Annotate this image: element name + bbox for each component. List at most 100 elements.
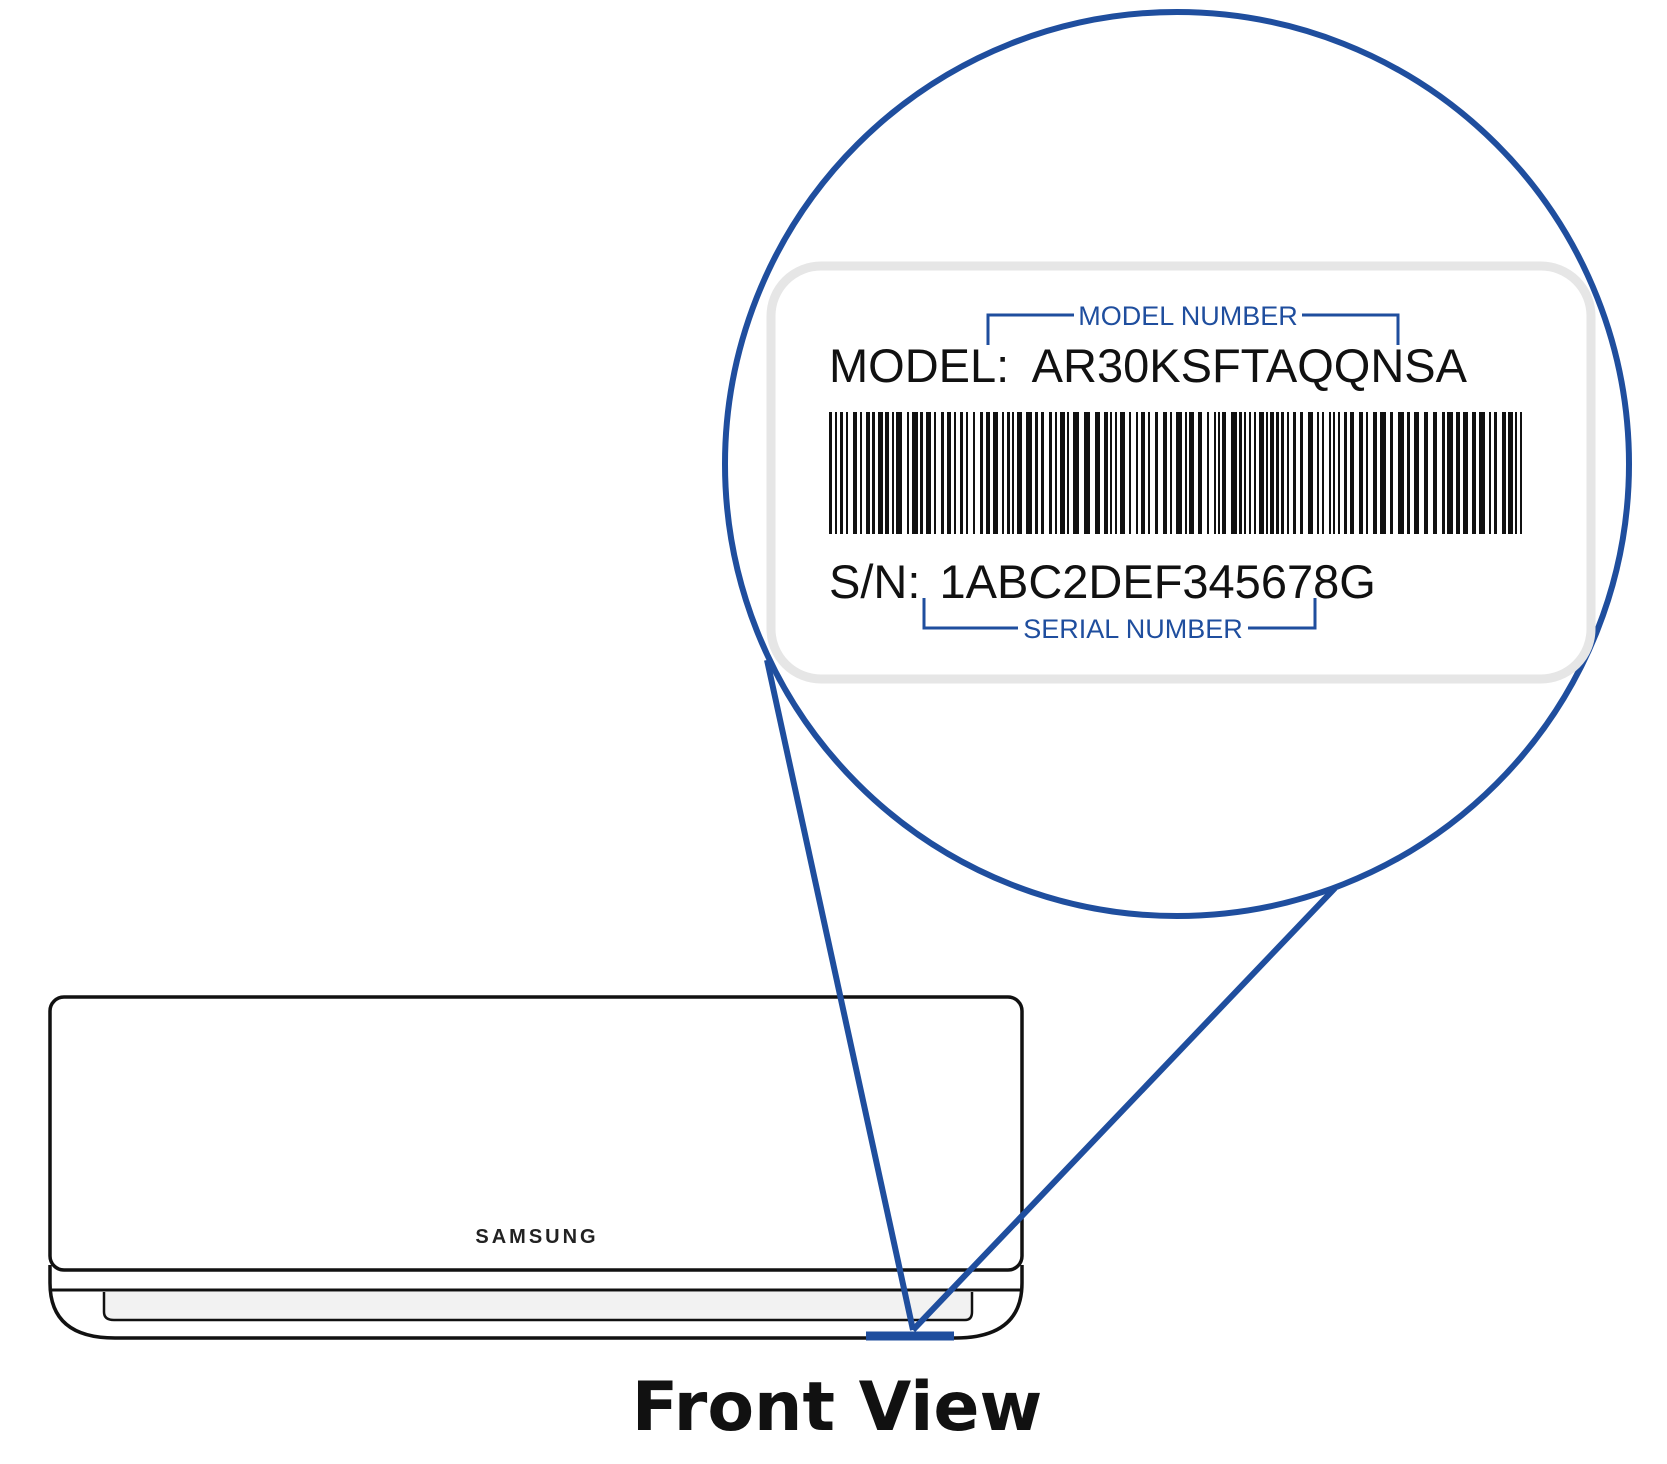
- barcode-bar: [1472, 412, 1476, 534]
- barcode-bar: [920, 412, 923, 534]
- barcode-bar: [1281, 412, 1284, 534]
- barcode-bar: [1218, 412, 1220, 534]
- barcode-bar: [934, 412, 936, 534]
- barcode-bar: [947, 412, 951, 534]
- barcode-bar: [1366, 412, 1368, 534]
- barcode-bar: [926, 412, 931, 534]
- barcode-bar: [1373, 412, 1377, 534]
- model-callout-bracket-right: [1302, 313, 1400, 345]
- barcode: [829, 412, 1522, 534]
- barcode-bar: [1095, 412, 1100, 534]
- barcode-bar: [1222, 412, 1226, 534]
- barcode-bar: [1456, 412, 1460, 534]
- barcode-bar: [1329, 412, 1331, 534]
- barcode-bar: [1502, 412, 1506, 534]
- barcode-bar: [960, 412, 963, 534]
- barcode-bar: [1148, 412, 1150, 534]
- barcode-bar: [1035, 412, 1038, 534]
- barcode-bar: [986, 412, 990, 534]
- barcode-bar: [1508, 412, 1513, 534]
- serial-line: S/N: 1ABC2DEF345678G: [829, 555, 1376, 608]
- serial-prefix: S/N:: [829, 555, 920, 608]
- barcode-bar: [907, 412, 909, 534]
- barcode-bar: [1189, 412, 1194, 534]
- barcode-bar: [1254, 412, 1256, 534]
- barcode-bar: [1494, 412, 1497, 534]
- barcode-bar: [1390, 412, 1393, 534]
- model-number-callout: MODEL NUMBER: [986, 301, 1400, 345]
- model-value: AR30KSFTAQQNSA: [1032, 339, 1468, 392]
- barcode-bar: [896, 412, 902, 534]
- barcode-bar: [1012, 412, 1014, 534]
- barcode-bar: [829, 412, 832, 534]
- unit-front-panel: [48, 995, 1024, 1272]
- barcode-bar: [1344, 412, 1347, 534]
- barcode-bar: [872, 412, 875, 534]
- barcode-bar: [1479, 412, 1485, 534]
- barcode-bar: [1424, 412, 1428, 534]
- barcode-bar: [1489, 412, 1491, 534]
- barcode-bar: [1442, 412, 1445, 534]
- model-line: MODEL: AR30KSFTAQQNSA: [829, 339, 1468, 392]
- barcode-bar: [1308, 412, 1313, 534]
- unit-vent-slot: [102, 1292, 974, 1322]
- barcode-bar: [1049, 412, 1052, 534]
- connector-line-left: [764, 659, 916, 1331]
- magnifier-connector: [764, 659, 1338, 1341]
- barcode-bar: [885, 412, 889, 534]
- barcode-bar: [1293, 412, 1296, 534]
- barcode-bar: [1433, 412, 1437, 534]
- barcode-bar: [1239, 412, 1242, 534]
- barcode-bar: [853, 412, 857, 534]
- barcode-bar: [1110, 412, 1112, 534]
- barcode-bar: [954, 412, 956, 534]
- barcode-bar: [1060, 412, 1065, 534]
- serial-callout-bracket-right: [1248, 598, 1317, 630]
- barcode-bar: [941, 412, 944, 534]
- serial-number-callout: SERIAL NUMBER: [922, 598, 1317, 644]
- barcode-bar: [1115, 412, 1117, 534]
- model-number-callout-label: MODEL NUMBER: [1078, 301, 1298, 331]
- barcode-bar: [1055, 412, 1057, 534]
- barcode-bar: [1163, 412, 1167, 534]
- barcode-bar: [835, 412, 837, 534]
- barcode-bar: [1041, 412, 1044, 534]
- barcode-bar: [1276, 412, 1279, 534]
- serial-callout-bracket-left: [922, 598, 1018, 630]
- barcode-bar: [1350, 412, 1354, 534]
- barcode-bar: [1129, 412, 1131, 534]
- barcode-bar: [1231, 412, 1237, 534]
- model-callout-bracket-left: [986, 313, 1074, 345]
- barcode-bar: [1155, 412, 1158, 534]
- barcode-bar: [860, 412, 862, 534]
- barcode-bar: [1136, 412, 1138, 534]
- model-prefix: MODEL:: [829, 339, 1009, 392]
- connector-line-right: [910, 885, 1338, 1333]
- barcode-bar: [1244, 412, 1246, 534]
- barcode-bar: [1515, 412, 1517, 534]
- barcode-bar: [1322, 412, 1324, 534]
- barcode-bar: [1026, 412, 1032, 534]
- barcode-bar: [1185, 412, 1187, 534]
- barcode-bar: [966, 412, 968, 534]
- barcode-bar: [1407, 412, 1410, 534]
- barcode-bar: [1300, 412, 1303, 534]
- barcode-bar: [1398, 412, 1404, 534]
- barcode-bar: [846, 412, 848, 534]
- barcode-bar: [1270, 412, 1274, 534]
- barcode-bar: [1007, 412, 1010, 534]
- barcode-bar: [1084, 412, 1090, 534]
- barcode-bar: [993, 412, 998, 534]
- barcode-bar: [1141, 412, 1145, 534]
- barcode-bar: [1414, 412, 1419, 534]
- barcode-bar: [1170, 412, 1172, 534]
- barcode-bar: [1259, 412, 1264, 534]
- barcode-bar: [1359, 412, 1363, 534]
- barcode-bar: [1249, 412, 1251, 534]
- serial-value: 1ABC2DEF345678G: [939, 555, 1375, 608]
- barcode-bar: [1266, 412, 1268, 534]
- barcode-bar: [1104, 412, 1108, 534]
- barcode-bar: [1002, 412, 1004, 534]
